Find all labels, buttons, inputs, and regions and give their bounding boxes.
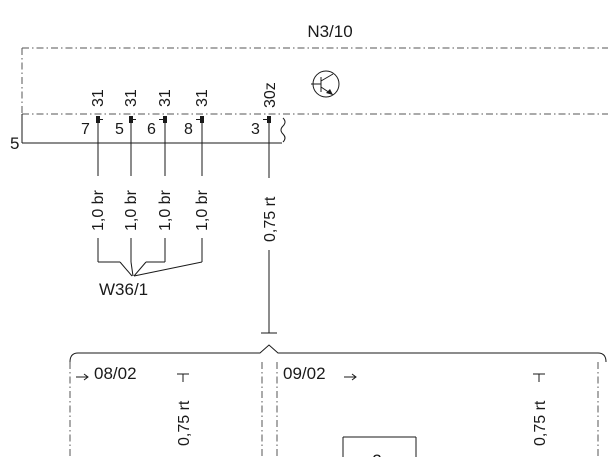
left-connector-label: 5 [10, 134, 19, 153]
break-marker [280, 117, 286, 143]
pin-terminal [96, 116, 100, 123]
wire-label: 0,75 rt [532, 400, 549, 446]
arrow-right-icon [344, 373, 357, 381]
wire-label: 1,0 br [157, 189, 174, 231]
module-frame [21, 47, 608, 115]
ground-splice [98, 261, 203, 277]
pin-number: 6 [147, 121, 156, 138]
pin-terminal [200, 116, 204, 123]
pin-signal: 30z [262, 82, 279, 108]
pin-column: 31 8 1,0 br [184, 89, 211, 262]
pin-terminal [129, 116, 133, 123]
section-ref: 09/02 [283, 364, 326, 383]
bottom-box-label: 2 [372, 451, 381, 457]
section-ref: 08/02 [94, 364, 137, 383]
transistor-icon [311, 70, 340, 98]
wire-label: 0,75 rt [262, 196, 279, 242]
section-wire: 0,75 rt [532, 373, 549, 446]
pin-signal: 31 [157, 89, 174, 107]
module-label: N3/10 [307, 22, 352, 41]
pin-number: 3 [251, 121, 260, 138]
section-dividers [69, 362, 599, 457]
pin-terminal [267, 116, 271, 123]
wire-label: 1,0 br [194, 189, 211, 231]
pin-column: 30z 3 0,75 rt [251, 82, 279, 334]
pin-column: 31 5 1,0 br [115, 89, 140, 262]
wire-label: 1,0 br [123, 189, 140, 231]
pin-terminal [163, 116, 167, 123]
pin-signal: 31 [123, 89, 140, 107]
arrow-right-icon [76, 373, 89, 381]
bottom-bracket [69, 344, 607, 363]
section-wire: 0,75 rt [176, 373, 193, 446]
pin-signal: 31 [90, 89, 107, 107]
pin-column: 31 7 1,0 br [81, 89, 107, 262]
bottom-box [342, 436, 417, 457]
pin-number: 5 [115, 121, 124, 138]
pin-column: 31 6 1,0 br [147, 89, 174, 262]
pin-number: 7 [81, 121, 90, 138]
wire-label: 1,0 br [90, 189, 107, 231]
left-connector-line [21, 114, 282, 144]
ground-splice-label: W36/1 [99, 280, 148, 299]
pin-signal: 31 [194, 89, 211, 107]
pin-number: 8 [184, 121, 193, 138]
wire-label: 0,75 rt [176, 400, 193, 446]
